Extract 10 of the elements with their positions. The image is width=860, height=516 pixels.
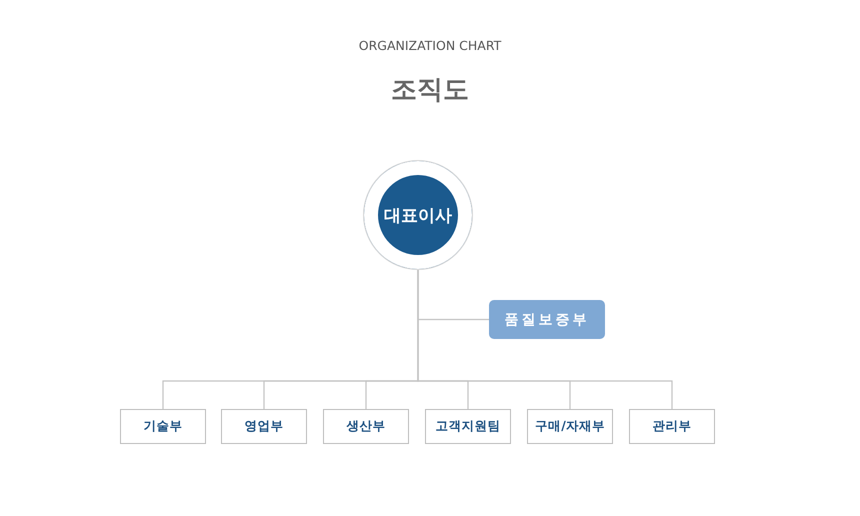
department-box: 고객지원팀 bbox=[425, 409, 511, 444]
department-box: 구매/자재부 bbox=[527, 409, 613, 444]
ceo-circle: 대표이사 bbox=[363, 160, 473, 270]
department-box: 영업부 bbox=[221, 409, 307, 444]
department-box: 관리부 bbox=[629, 409, 715, 444]
department-box: 기술부 bbox=[120, 409, 206, 444]
title: 조직도 bbox=[391, 75, 469, 105]
department-box: 품질보증부 bbox=[489, 300, 605, 339]
subtitle: ORGANIZATION CHART bbox=[358, 38, 502, 53]
department-box: 생산부 bbox=[323, 409, 409, 444]
